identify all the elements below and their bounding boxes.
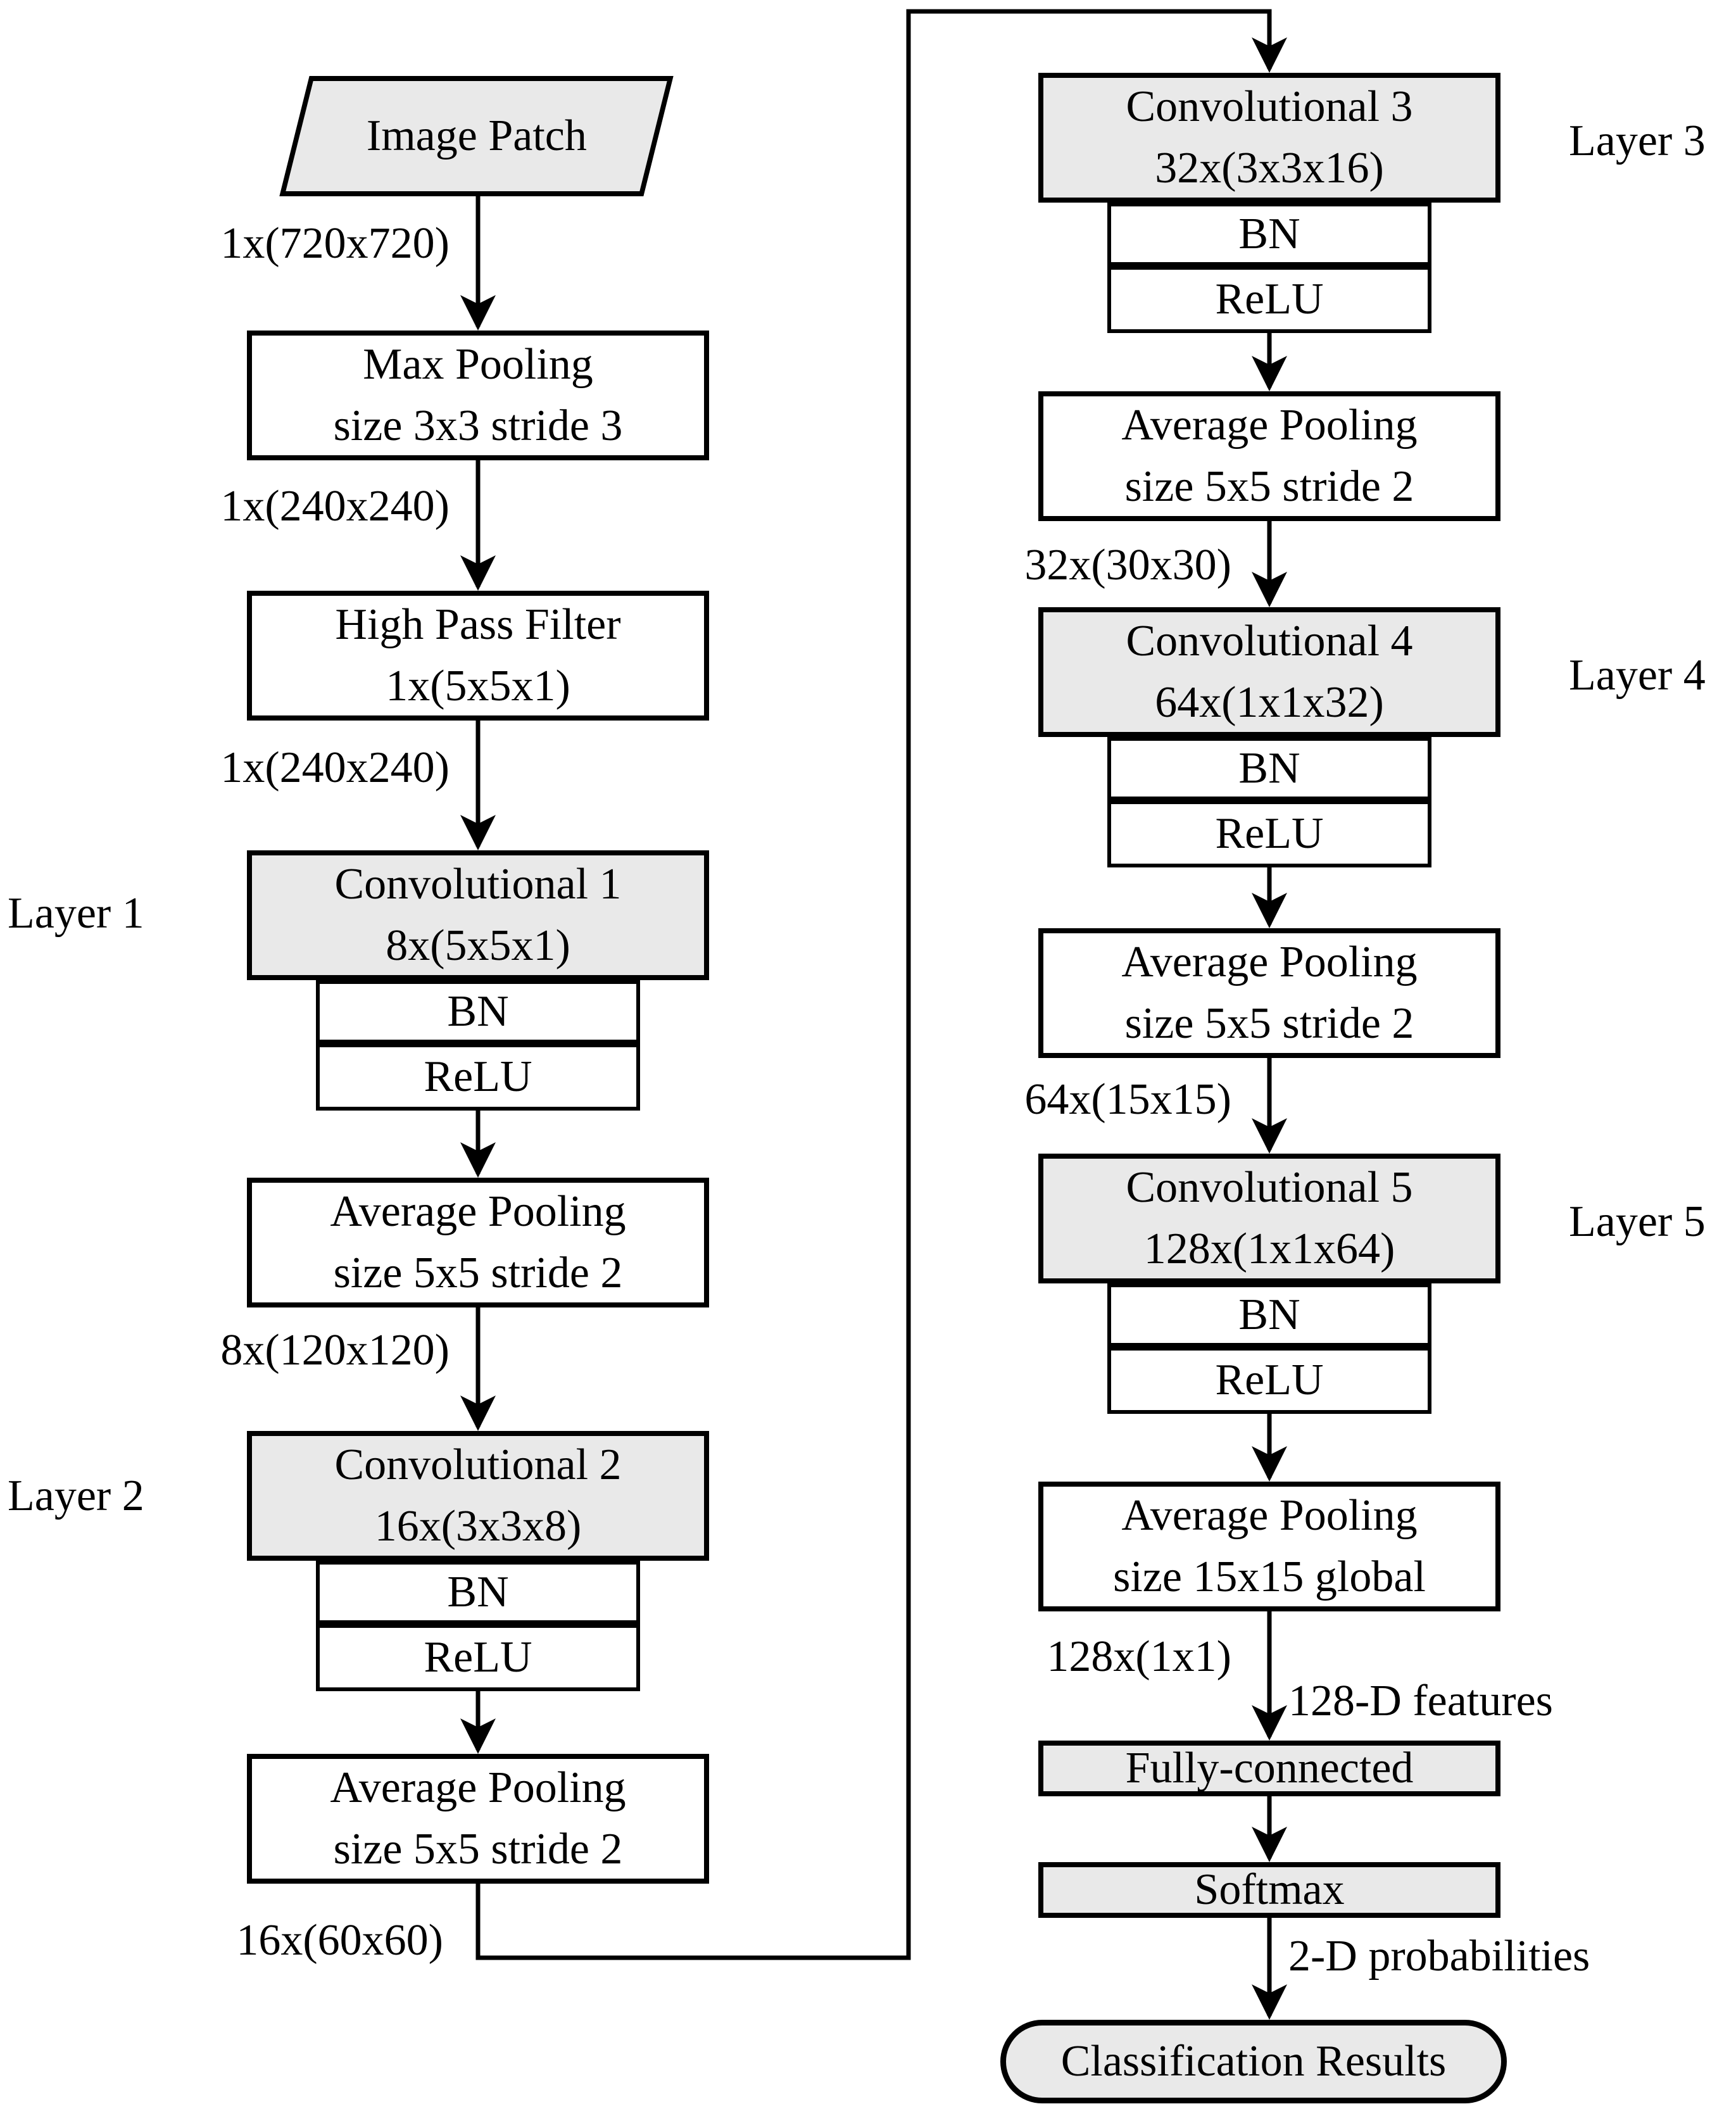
node-conv5-line1: Convolutional 5 [1126,1162,1413,1212]
edge-label-after-maxpool: 1x(240x240) [220,482,450,531]
node-fully-connected-label: Fully-connected [1125,1744,1414,1792]
node-bn1: BN [316,980,640,1043]
node-classification-results-label: Classification Results [1060,2037,1447,2086]
node-avg-pool-global-line1: Average Pooling [1121,1490,1418,1540]
node-conv4-line2: 64x(1x1x32) [1155,677,1384,727]
layer-label-1: Layer 1 [8,889,144,938]
node-bn3: BN [1107,203,1431,266]
node-bn1-label: BN [447,987,509,1036]
node-avg-pool3-line2: size 5x5 stride 2 [1124,462,1414,511]
node-fully-connected: Fully-connected [1038,1741,1500,1796]
node-relu3-label: ReLU [1215,275,1324,324]
node-avg-pool4-line2: size 5x5 stride 2 [1124,999,1414,1048]
node-avg-pool2-line1: Average Pooling [330,1763,626,1812]
layer-label-2: Layer 2 [8,1471,144,1520]
node-high-pass-line2: 1x(5x5x1) [386,661,570,710]
node-max-pooling-line2: size 3x3 stride 3 [333,401,623,450]
node-conv3: Convolutional 3 32x(3x3x16) [1038,73,1500,203]
layer-label-3: Layer 3 [1569,117,1706,165]
edge-label-input-dim: 1x(720x720) [220,219,450,268]
node-conv2: Convolutional 2 16x(3x3x8) [247,1431,709,1561]
edge-label-features: 128-D features [1288,1677,1553,1725]
node-bn2: BN [316,1561,640,1624]
node-max-pooling-line1: Max Pooling [363,339,593,389]
node-conv3-line2: 32x(3x3x16) [1155,143,1384,192]
node-relu2-label: ReLU [424,1633,532,1682]
edge-label-after-pool5: 128x(1x1) [1047,1632,1231,1681]
node-conv1-line1: Convolutional 1 [334,859,622,909]
node-relu2: ReLU [316,1624,640,1691]
node-avg-pool2-line2: size 5x5 stride 2 [333,1824,623,1874]
node-conv5: Convolutional 5 128x(1x1x64) [1038,1154,1500,1283]
node-relu5: ReLU [1107,1347,1431,1414]
node-conv4-line1: Convolutional 4 [1126,616,1413,665]
layer-label-5: Layer 5 [1569,1197,1706,1246]
node-conv2-line1: Convolutional 2 [334,1440,622,1489]
node-relu3: ReLU [1107,266,1431,333]
node-max-pooling: Max Pooling size 3x3 stride 3 [247,331,709,460]
edge-label-after-hpf: 1x(240x240) [220,743,450,792]
node-avg-pool3: Average Pooling size 5x5 stride 2 [1038,391,1500,521]
edge-label-after-pool1: 8x(120x120) [220,1326,450,1375]
node-bn4: BN [1107,737,1431,800]
node-avg-pool3-line1: Average Pooling [1121,400,1418,450]
node-relu4: ReLU [1107,800,1431,867]
node-conv4: Convolutional 4 64x(1x1x32) [1038,607,1500,737]
node-conv3-line1: Convolutional 3 [1126,82,1413,131]
node-avg-pool4-line1: Average Pooling [1121,937,1418,986]
node-conv2-line2: 16x(3x3x8) [374,1501,582,1551]
node-relu1: ReLU [316,1043,640,1111]
node-high-pass-line1: High Pass Filter [335,600,621,649]
node-conv1-line2: 8x(5x5x1) [386,921,570,970]
layer-label-4: Layer 4 [1569,651,1706,700]
node-relu4-label: ReLU [1215,809,1324,858]
node-bn4-label: BN [1238,744,1300,793]
node-bn3-label: BN [1238,210,1300,258]
node-image-patch: Image Patch [279,76,674,196]
node-conv5-line2: 128x(1x1x64) [1143,1224,1395,1273]
edge-label-after-pool3: 32x(30x30) [1024,541,1231,589]
node-image-patch-label: Image Patch [366,111,587,160]
node-conv1: Convolutional 1 8x(5x5x1) [247,850,709,980]
node-avg-pool1-line2: size 5x5 stride 2 [333,1248,623,1297]
node-avg-pool-global-line2: size 15x15 global [1113,1552,1426,1601]
node-avg-pool4: Average Pooling size 5x5 stride 2 [1038,928,1500,1058]
node-relu1-label: ReLU [424,1052,532,1101]
node-softmax-label: Softmax [1194,1865,1345,1914]
node-classification-results: Classification Results [1000,2020,1507,2103]
node-softmax: Softmax [1038,1862,1500,1918]
node-relu5-label: ReLU [1215,1356,1324,1404]
node-avg-pool-global: Average Pooling size 15x15 global [1038,1482,1500,1611]
node-avg-pool1-line1: Average Pooling [330,1187,626,1236]
node-bn5-label: BN [1238,1290,1300,1339]
node-high-pass-filter: High Pass Filter 1x(5x5x1) [247,591,709,721]
node-bn5: BN [1107,1283,1431,1347]
node-avg-pool1: Average Pooling size 5x5 stride 2 [247,1178,709,1307]
edge-label-after-pool2: 16x(60x60) [236,1916,443,1965]
node-bn2-label: BN [447,1568,509,1616]
node-avg-pool2: Average Pooling size 5x5 stride 2 [247,1754,709,1884]
edge-label-after-pool4: 64x(15x15) [1024,1075,1231,1124]
edge-label-probabilities: 2-D probabilities [1288,1932,1590,1981]
